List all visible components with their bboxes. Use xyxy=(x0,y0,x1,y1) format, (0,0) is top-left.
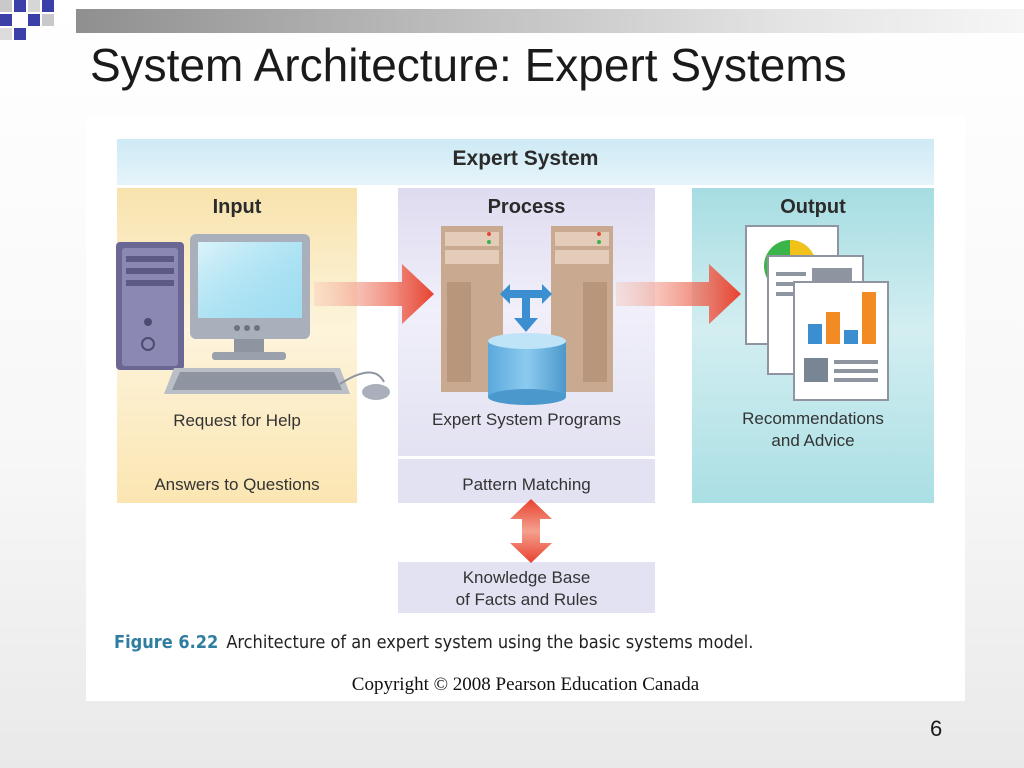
slide-title: System Architecture: Expert Systems xyxy=(90,39,847,91)
title-bar-decoration xyxy=(76,9,1024,33)
knowledge-base-panel xyxy=(398,562,655,613)
report-document-icon xyxy=(745,225,889,401)
bidirectional-arrow-icon xyxy=(500,284,552,332)
input-item-request: Request for Help xyxy=(173,411,301,430)
database-icon xyxy=(488,333,566,405)
arrow-right-icon xyxy=(314,264,434,324)
process-item-pattern-matching: Pattern Matching xyxy=(462,475,591,494)
server-tower-icon xyxy=(441,226,503,392)
figure-caption-label: Figure 6.22 xyxy=(114,632,219,653)
desktop-computer-icon xyxy=(116,234,390,400)
process-item-programs: Expert System Programs xyxy=(432,410,621,429)
expert-system-figure: Expert System Input Request for Help Ans… xyxy=(86,116,965,701)
pattern-matching-panel xyxy=(398,459,655,503)
input-item-answers: Answers to Questions xyxy=(154,475,320,494)
process-title: Process xyxy=(487,196,566,218)
figure-caption: Figure 6.22 Architecture of an expert sys… xyxy=(114,632,753,653)
output-item-recommendations: Recommendations xyxy=(742,409,884,428)
output-item-advice: and Advice xyxy=(771,431,855,450)
copyright-notice: Copyright © 2008 Pearson Education Canad… xyxy=(351,674,700,695)
output-title: Output xyxy=(780,196,846,218)
bidirectional-arrow-icon xyxy=(510,499,552,563)
input-title: Input xyxy=(212,196,262,218)
arrow-right-icon xyxy=(616,264,741,324)
knowledge-base-line1: Knowledge Base xyxy=(462,568,591,587)
page-number: 6 xyxy=(930,716,943,741)
figure-caption-text: Architecture of an expert system using t… xyxy=(226,632,754,653)
knowledge-base-line2: of Facts and Rules xyxy=(455,590,598,609)
figure-header: Expert System xyxy=(117,139,934,185)
corner-decoration xyxy=(0,0,76,44)
